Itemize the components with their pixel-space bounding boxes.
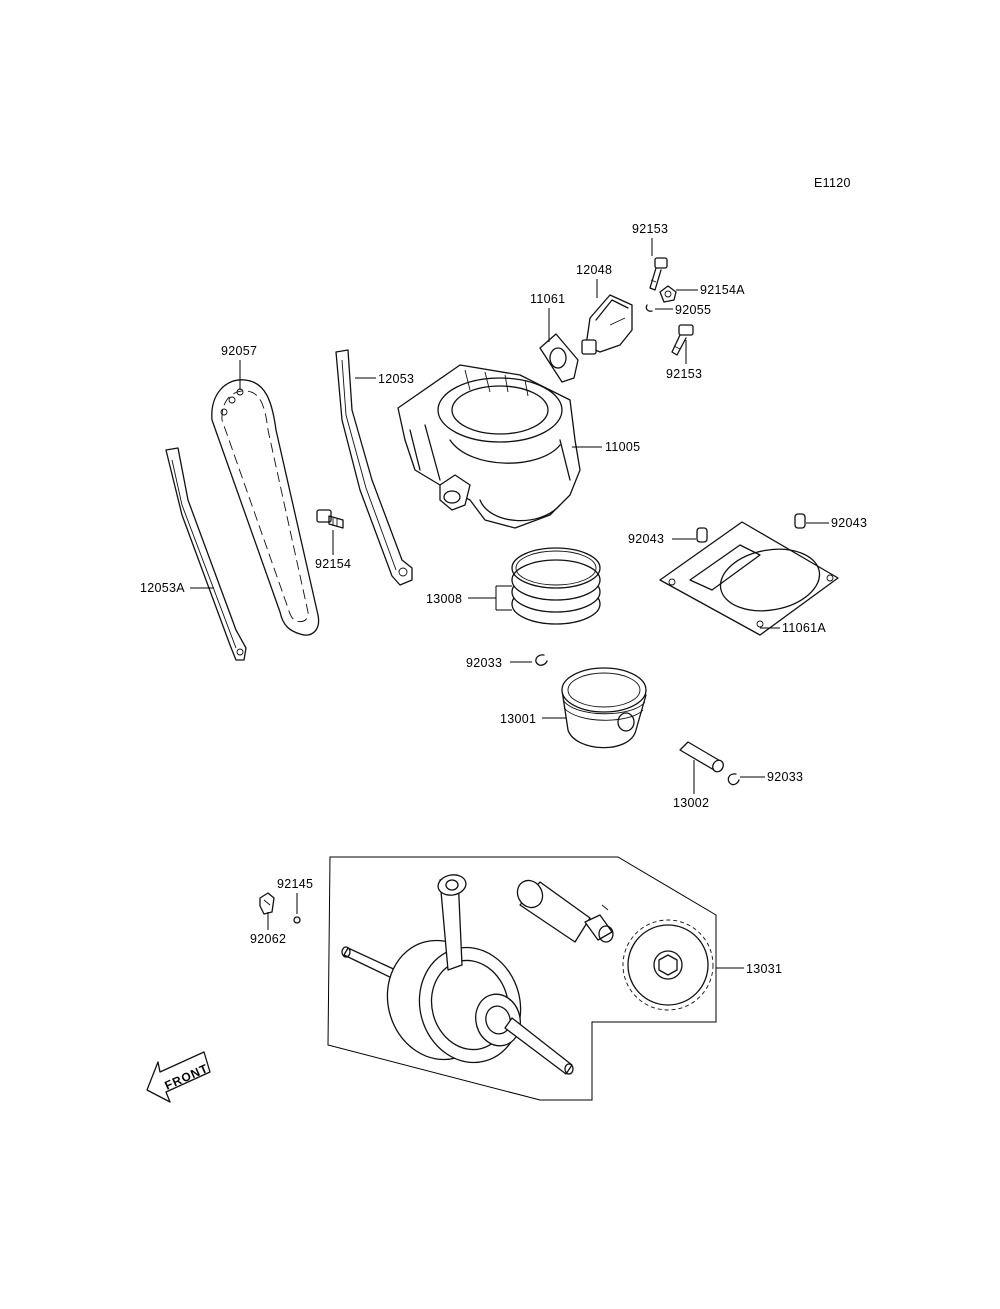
label-92055[interactable]: 92055 (675, 303, 711, 317)
cylinder-11005[interactable] (397, 364, 581, 529)
circlip-92033-right[interactable] (727, 773, 740, 786)
tensioner-12048[interactable] (581, 294, 633, 355)
bolt-92153-top[interactable] (649, 257, 668, 291)
gasket-11061[interactable] (539, 333, 579, 383)
bolt-92062[interactable] (259, 892, 275, 915)
cam-chain-92057[interactable] (211, 379, 320, 636)
bolt-92153-bottom[interactable] (671, 324, 694, 356)
chain-guide-12053A[interactable] (165, 447, 247, 661)
label-12053[interactable]: 12053 (378, 372, 414, 386)
label-92154A[interactable]: 92154A (700, 283, 745, 297)
label-92057[interactable]: 92057 (221, 344, 257, 358)
washer-92055[interactable] (645, 304, 653, 312)
label-92153-bottom[interactable]: 92153 (666, 367, 702, 381)
label-11005[interactable]: 11005 (605, 440, 640, 454)
label-92062[interactable]: 92062 (250, 932, 286, 946)
piston-pin-13002[interactable] (679, 741, 725, 774)
crankshaft-assembly-frame (327, 856, 717, 1101)
label-12053A[interactable]: 12053A (140, 581, 185, 595)
chain-guide-12053[interactable] (335, 349, 413, 586)
balancer-shaft[interactable] (513, 876, 614, 943)
label-92043-left[interactable]: 92043 (628, 532, 664, 546)
diagram-code: E1120 (814, 176, 851, 190)
label-92033-right[interactable]: 92033 (767, 770, 803, 784)
label-13031[interactable]: 13031 (746, 962, 782, 976)
crankshaft-13031[interactable] (341, 873, 574, 1075)
bolt-92154[interactable] (316, 509, 344, 529)
label-92033-left[interactable]: 92033 (466, 656, 502, 670)
label-92154[interactable]: 92154 (315, 557, 351, 571)
label-92145[interactable]: 92145 (277, 877, 313, 891)
dowel-pin-92043-left[interactable] (696, 527, 708, 543)
dowel-pin-92043-right[interactable] (794, 513, 806, 529)
o-ring-92145[interactable] (293, 916, 301, 924)
label-11061[interactable]: 11061 (530, 292, 565, 306)
piston-ring-set-13008[interactable] (511, 547, 601, 625)
label-92153-top[interactable]: 92153 (632, 222, 668, 236)
gasket-11061A[interactable] (659, 521, 839, 636)
label-12048[interactable]: 12048 (576, 263, 612, 277)
label-11061A[interactable]: 11061A (782, 621, 826, 635)
balancer-gear[interactable] (622, 919, 714, 1011)
front-arrow-icon: FRONT (146, 1051, 211, 1103)
label-13002[interactable]: 13002 (673, 796, 709, 810)
piston-13001[interactable] (561, 667, 647, 749)
label-13001[interactable]: 13001 (500, 712, 536, 726)
label-13008[interactable]: 13008 (426, 592, 462, 606)
circlip-92033-left[interactable] (535, 654, 548, 666)
washer-92154A[interactable] (659, 285, 677, 303)
label-92043-right[interactable]: 92043 (831, 516, 867, 530)
